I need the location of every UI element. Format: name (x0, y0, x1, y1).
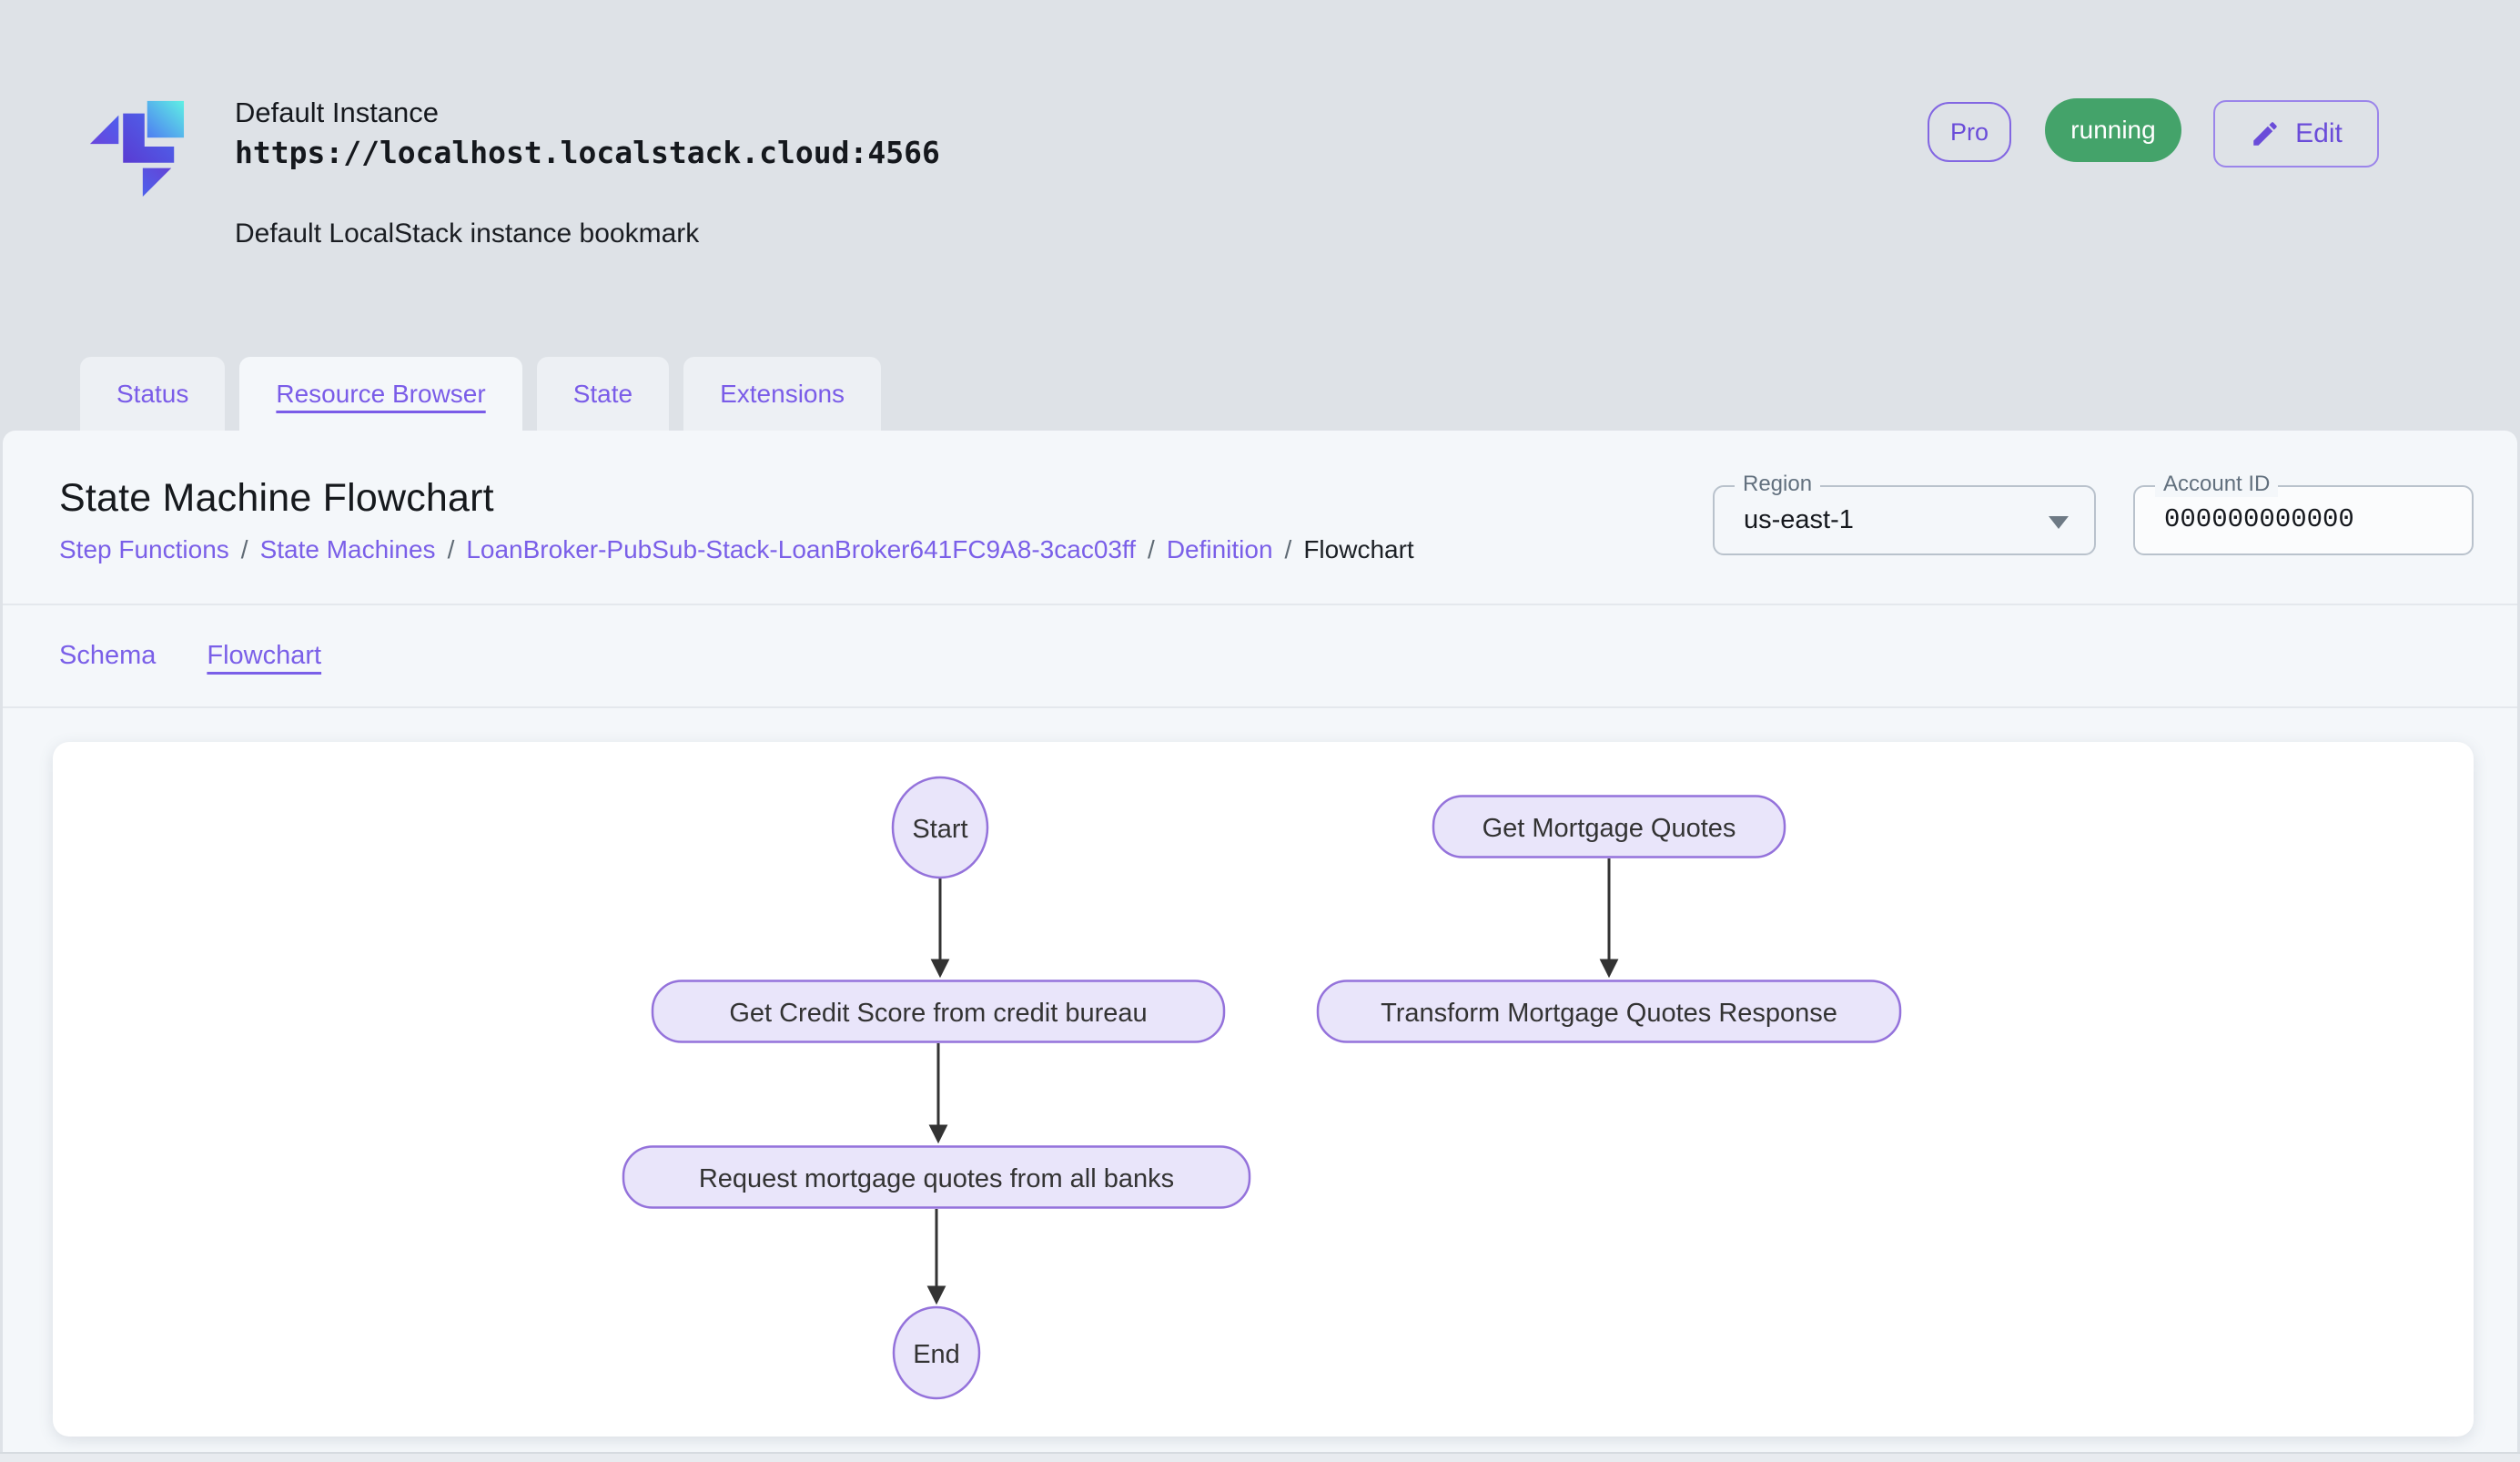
main-tabs: Status Resource Browser State Extensions (80, 357, 881, 431)
breadcrumb-definition[interactable]: Definition (1167, 535, 1273, 564)
tab-status[interactable]: Status (80, 357, 225, 431)
breadcrumb-separator: / (1148, 535, 1155, 564)
breadcrumb: Step Functions / State Machines / LoanBr… (59, 535, 1414, 564)
node-start-label: Start (912, 815, 967, 844)
status-badge-label: running (2070, 116, 2155, 145)
subtab-flowchart[interactable]: Flowchart (207, 641, 321, 671)
state-machine-flowchart: Start Get Credit Score from credit burea… (53, 742, 2474, 1437)
tab-state[interactable]: State (537, 357, 669, 431)
pro-badge-label: Pro (1950, 118, 1989, 147)
resource-browser-panel: State Machine Flowchart Step Functions /… (3, 431, 2517, 1462)
breadcrumb-flowchart: Flowchart (1303, 535, 1413, 564)
tab-extensions[interactable]: Extensions (683, 357, 881, 431)
page-head: State Machine Flowchart Step Functions /… (3, 431, 2517, 604)
subtab-schema[interactable]: Schema (59, 641, 156, 671)
node-get-mortgage-quotes-label: Get Mortgage Quotes (1483, 814, 1736, 843)
instance-description: Default LocalStack instance bookmark (235, 218, 699, 249)
region-select[interactable]: Region us-east-1 (1713, 485, 2096, 555)
instance-url: https://localhost.localstack.cloud:4566 (235, 135, 940, 170)
node-end-label: End (913, 1340, 960, 1369)
account-id-label: Account ID (2155, 472, 2278, 497)
edit-pencil-icon (2250, 118, 2281, 149)
breadcrumb-separator: / (448, 535, 455, 564)
breadcrumb-separator: / (1285, 535, 1292, 564)
node-transform-response-label: Transform Mortgage Quotes Response (1381, 999, 1837, 1028)
region-select-label: Region (1735, 472, 1820, 497)
breadcrumb-separator: / (241, 535, 248, 564)
status-badge: running (2045, 98, 2181, 162)
breadcrumb-state-machines[interactable]: State Machines (260, 535, 436, 564)
pro-badge: Pro (1928, 102, 2011, 162)
localstack-logo-icon (84, 95, 186, 200)
flowchart-canvas: Start Get Credit Score from credit burea… (53, 742, 2474, 1437)
breadcrumb-step-functions[interactable]: Step Functions (59, 535, 229, 564)
tab-resource-browser[interactable]: Resource Browser (239, 357, 521, 431)
breadcrumb-state-machine-name[interactable]: LoanBroker-PubSub-Stack-LoanBroker641FC9… (466, 535, 1136, 564)
edit-button[interactable]: Edit (2213, 100, 2379, 168)
page-title: State Machine Flowchart (59, 476, 494, 521)
instance-name: Default Instance (235, 96, 439, 129)
node-get-credit-score-label: Get Credit Score from credit bureau (729, 999, 1147, 1028)
dropdown-caret-icon (2049, 516, 2069, 529)
node-request-quotes-label: Request mortgage quotes from all banks (699, 1164, 1174, 1193)
bottom-strip (0, 1452, 2520, 1462)
edit-button-label: Edit (2295, 118, 2343, 149)
definition-subtabs: Schema Flowchart (3, 605, 2517, 706)
account-id-field: Account ID (2133, 485, 2474, 555)
flowchart-section: Start Get Credit Score from credit burea… (3, 708, 2517, 1455)
instance-header: Default Instance https://localhost.local… (0, 0, 2520, 357)
